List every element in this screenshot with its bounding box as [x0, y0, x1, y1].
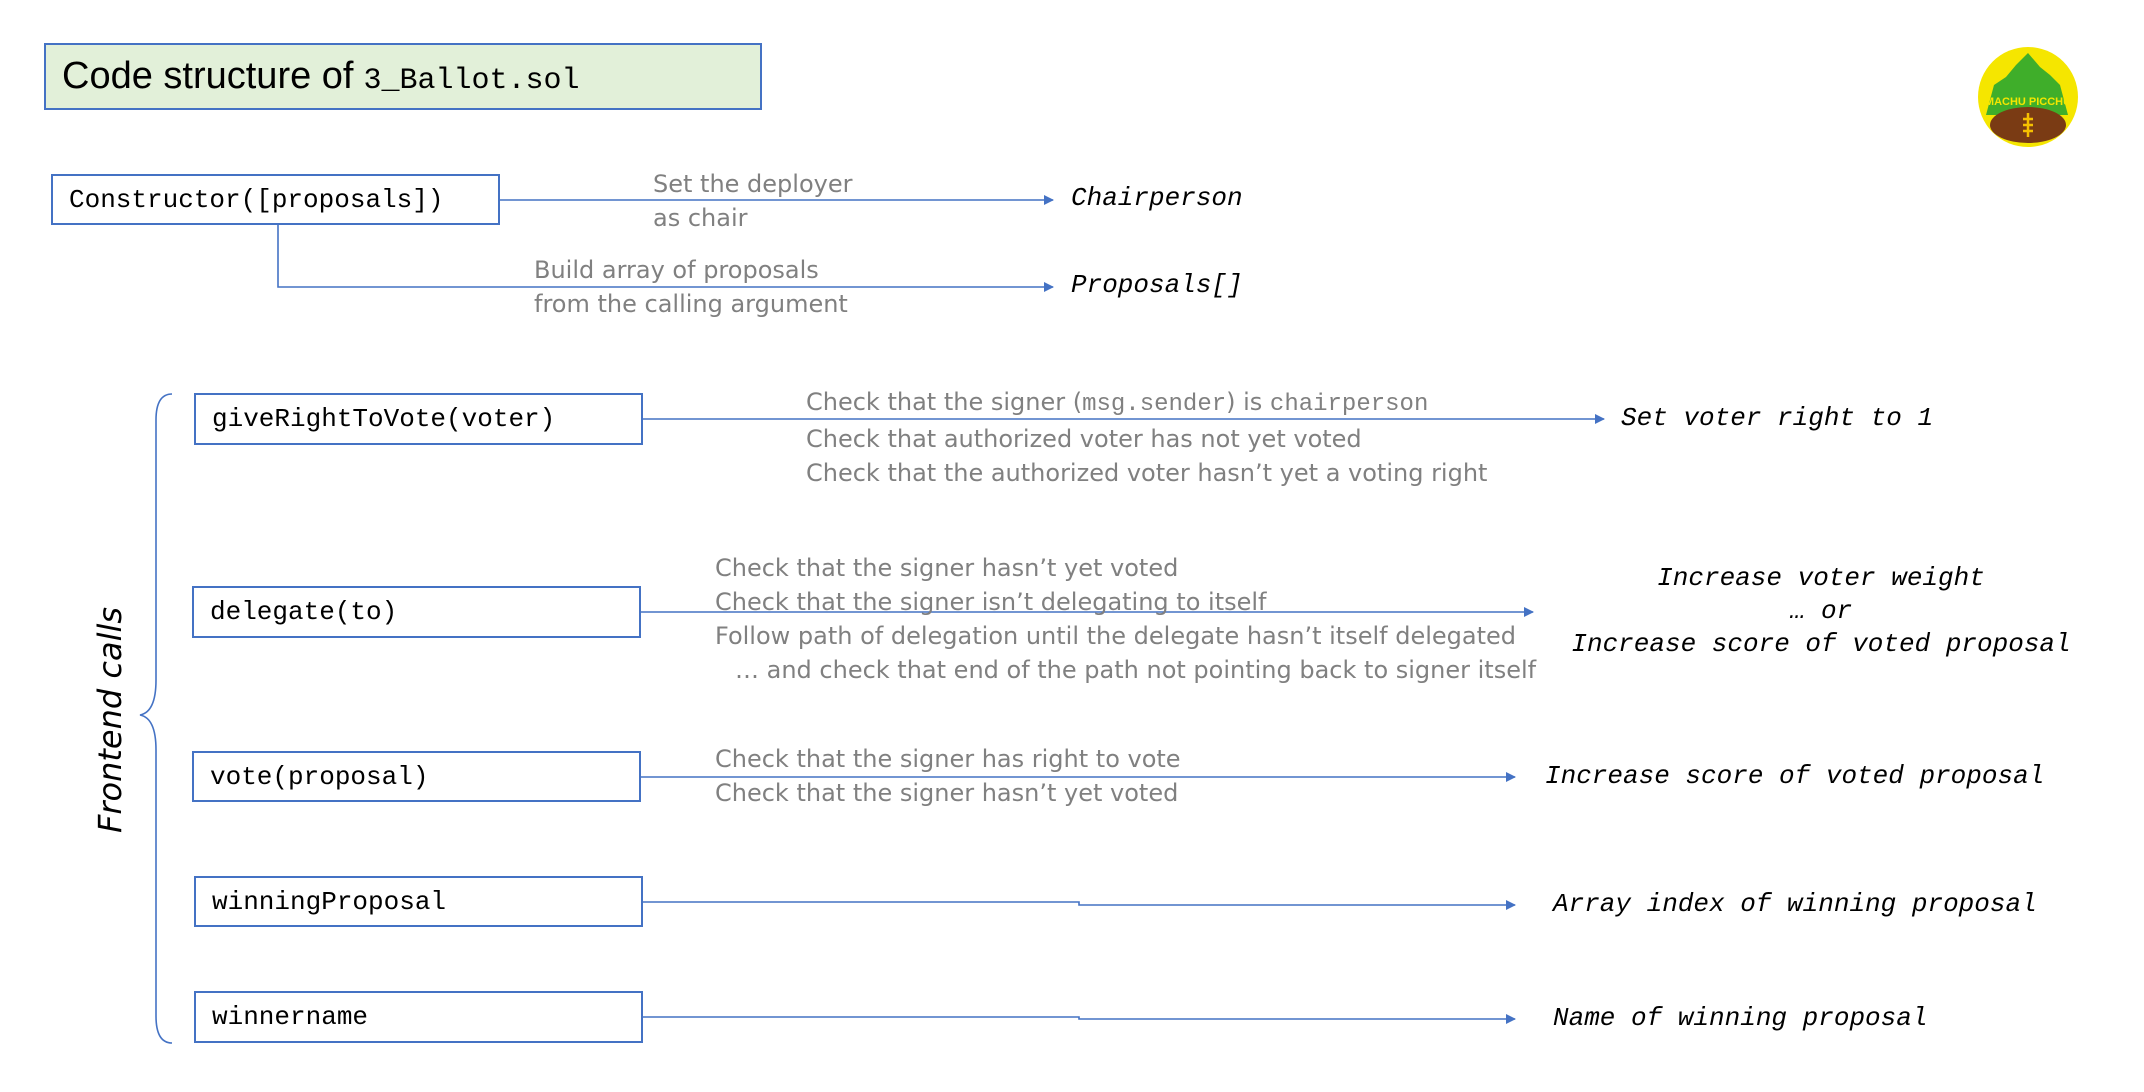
vote-box: vote(proposal) [192, 751, 641, 802]
title-text: Code structure of [62, 55, 354, 97]
note-line: Check that the signer hasn’t yet voted [715, 554, 1179, 582]
arrow-constructor-proposals [277, 225, 1054, 292]
note-line: Check that the authorized voter hasn’t y… [806, 459, 1488, 487]
constructor-note-proposals: Build array of proposals from the callin… [534, 253, 848, 321]
delegate-label: delegate(to) [210, 597, 398, 627]
note-line: Check that the signer (msg.sender) is ch… [806, 388, 1429, 418]
note-line: … and check that end of the path not poi… [735, 656, 1537, 684]
delegate-notes: Check that the signer hasn’t yet voted C… [715, 551, 1536, 687]
delegate-box: delegate(to) [192, 586, 641, 638]
result-line: Increase score of voted proposal [1571, 629, 2071, 659]
logo-text: MACHU PICCHU [1985, 96, 2071, 108]
note-line: Check that the signer isn’t delegating t… [715, 588, 1267, 616]
vote-label: vote(proposal) [210, 761, 429, 792]
winning-proposal-label: winningProposal [212, 886, 447, 917]
result-give-right: Set voter right to 1 [1621, 403, 1934, 433]
note-line: Check that authorized voter has not yet … [806, 425, 1362, 453]
vote-notes: Check that the signer has right to vote … [715, 742, 1181, 810]
winning-proposal-box: winningProposal [194, 876, 643, 927]
result-chairperson: Chairperson [1071, 183, 1243, 213]
result-winning-proposal: Array index of winning proposal [1553, 889, 2037, 919]
note-line: Build array of proposals [534, 256, 819, 284]
title-filename: 3_Ballot.sol [363, 63, 580, 98]
give-right-to-vote-box: giveRightToVote(voter) [194, 393, 643, 445]
result-winnername: Name of winning proposal [1553, 1003, 1928, 1033]
result-proposals: Proposals[] [1071, 270, 1243, 300]
note-line: Check that the signer has right to vote [715, 745, 1181, 773]
note-line: Check that the signer hasn’t yet voted [715, 779, 1179, 807]
give-right-to-vote-label: giveRightToVote(voter) [212, 404, 556, 434]
note-line: from the calling argument [534, 290, 848, 318]
give-right-notes: Check that the signer (msg.sender) is ch… [806, 385, 1487, 490]
arrow-winningproposal-result [643, 900, 1516, 910]
note-line: Follow path of delegation until the dele… [715, 622, 1517, 650]
page-title: Code structure of 3_Ballot.sol [44, 43, 762, 110]
result-line: Increase voter weight [1657, 563, 1985, 593]
result-vote: Increase score of voted proposal [1545, 761, 2045, 791]
winnername-label: winnername [212, 1002, 369, 1032]
constructor-note-chair: Set the deployer as chair [653, 167, 852, 235]
winnername-box: winnername [194, 991, 643, 1043]
note-line: Set the deployer [653, 170, 853, 198]
machu-picchu-logo: MACHU PICCHU [1978, 47, 2078, 147]
constructor-box: Constructor([proposals]) [51, 174, 500, 225]
result-delegate: Increase voter weight … or Increase scor… [1552, 562, 2090, 661]
result-line: … or [1789, 596, 1853, 626]
note-line: as chair [653, 204, 748, 232]
constructor-label: Constructor([proposals]) [69, 184, 444, 215]
frontend-calls-brace [139, 393, 173, 1044]
arrow-winnername-result [643, 1014, 1516, 1024]
